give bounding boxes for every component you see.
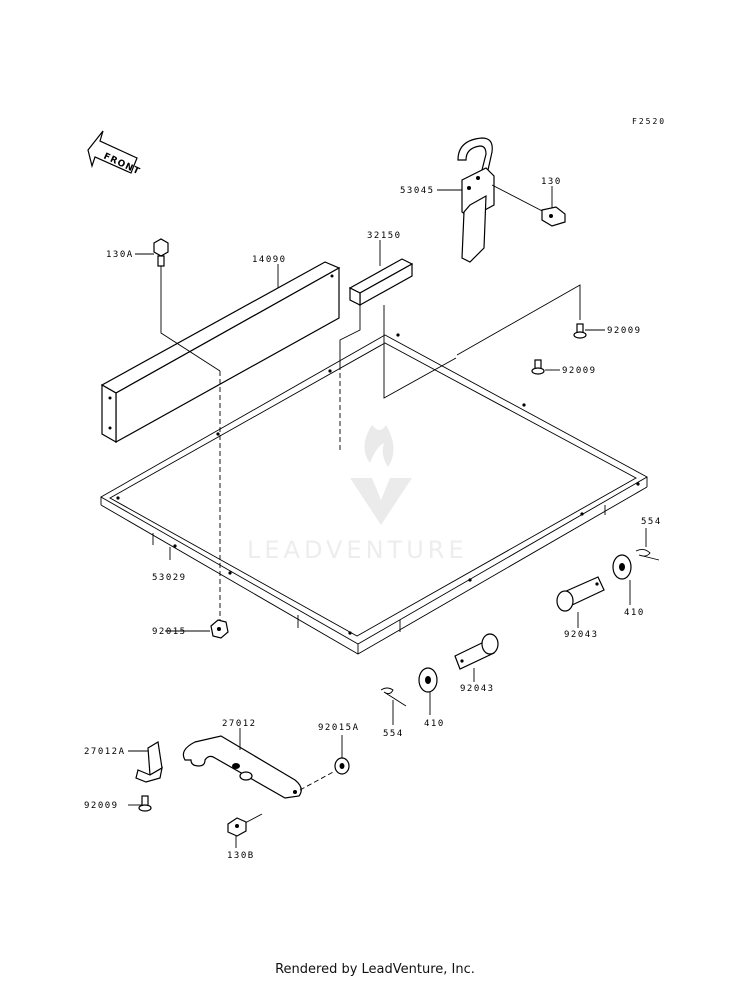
bolt-92009-upper (573, 323, 587, 339)
callout-92015a: 92015A (318, 723, 360, 733)
callout-92043-mid: 92043 (460, 684, 495, 694)
side-panel (100, 261, 341, 444)
callout-92009-left: 92009 (84, 801, 119, 811)
bolt-130a (153, 238, 169, 267)
callout-53029: 53029 (152, 573, 187, 583)
callout-410-mid: 410 (424, 719, 445, 729)
bolt-92009-left (138, 795, 152, 812)
channel-bracket (348, 258, 414, 307)
hook-plate (182, 735, 302, 799)
figure-code: F2520 (632, 117, 666, 126)
footer-credit: Rendered by LeadVenture, Inc. (275, 962, 475, 977)
bolt-92009-lower (531, 359, 545, 375)
callout-130: 130 (541, 177, 562, 187)
pin-92043-right (556, 576, 605, 612)
washer-410-right (612, 554, 632, 580)
nut-92015 (210, 619, 229, 639)
callout-130a: 130A (106, 250, 134, 260)
pin-92043-mid (454, 633, 499, 670)
watermark-text: LEADVENTURE (247, 536, 468, 564)
latch-assembly (457, 137, 495, 263)
leader-lines (128, 186, 647, 848)
rpin-554-mid (380, 687, 407, 707)
callout-92009-upper: 92009 (607, 326, 642, 336)
carrier-frame (100, 333, 648, 655)
callout-92015: 92015 (152, 627, 187, 637)
washer-410-mid (418, 667, 438, 693)
callout-14090: 14090 (252, 255, 287, 265)
front-arrow-icon: FRONT (87, 130, 142, 177)
small-bracket (135, 741, 163, 783)
callout-27012a: 27012A (84, 747, 126, 757)
rpin-554-right (635, 548, 660, 561)
callout-27012: 27012 (222, 719, 257, 729)
callout-92009-lower: 92009 (562, 366, 597, 376)
callout-130b: 130B (227, 851, 255, 861)
leadventure-watermark: LEADVENTURE (247, 425, 468, 564)
callout-554-right: 554 (641, 517, 662, 527)
collar-92015a (299, 757, 350, 791)
callout-92043-right: 92043 (564, 630, 599, 640)
bolt-130b (227, 813, 263, 837)
bolt-130 (491, 184, 566, 227)
callout-32150: 32150 (367, 231, 402, 241)
callout-554-mid: 554 (383, 729, 404, 739)
callout-410-right: 410 (624, 608, 645, 618)
callout-53045: 53045 (400, 186, 435, 196)
